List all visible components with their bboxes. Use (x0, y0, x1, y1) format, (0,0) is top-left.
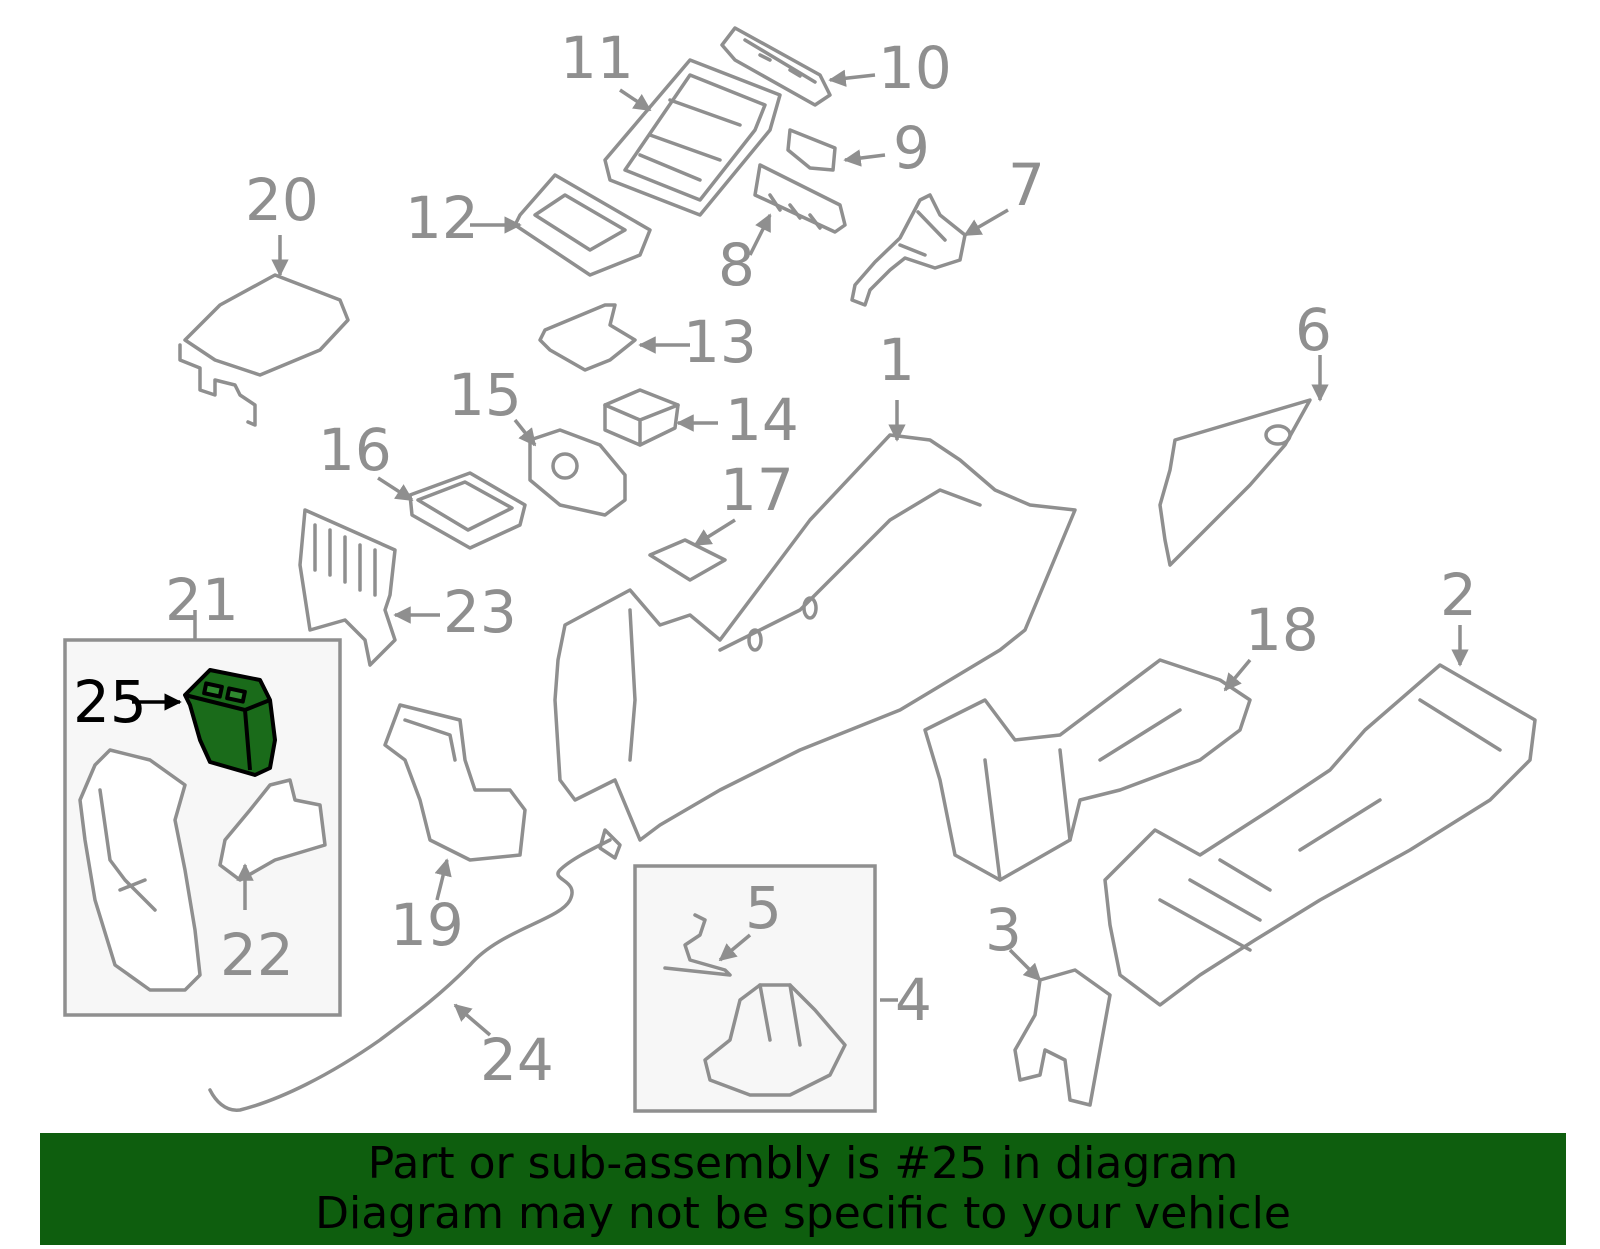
part-18-storage-bin (923, 658, 1252, 882)
callout-13: 13 (683, 308, 757, 376)
callout-8: 8 (718, 231, 755, 299)
callout-18: 18 (1245, 596, 1319, 664)
part-19-duct (383, 703, 527, 862)
callout-14: 14 (725, 386, 799, 454)
part-20-armrest-lid (178, 273, 350, 427)
callout-25: 25 (73, 668, 147, 736)
part-15-control-panel (528, 428, 627, 517)
callout-21: 21 (165, 566, 239, 634)
part-21-armrest-base (78, 748, 202, 992)
banner-line-1: Part or sub-assembly is #25 in diagram (367, 1138, 1239, 1189)
callout-7: 7 (1008, 151, 1045, 219)
callout-6: 6 (1295, 296, 1332, 364)
part-5-wire (663, 913, 732, 977)
info-banner: Part or sub-assembly is #25 in diagram D… (40, 1133, 1566, 1245)
callout-9: 9 (893, 114, 930, 182)
part-6-side-panel (1158, 398, 1312, 567)
part-8-switch-panel (753, 163, 847, 234)
callout-1: 1 (878, 326, 915, 394)
part-9-switch (786, 128, 837, 172)
part-13-bracket (538, 303, 637, 372)
callout-19: 19 (390, 891, 464, 959)
callout-17: 17 (720, 456, 794, 524)
callout-3: 3 (985, 896, 1022, 964)
callout-15: 15 (448, 361, 522, 429)
callout-24: 24 (480, 1026, 554, 1094)
part-12-tray (513, 173, 652, 277)
part-24-harness (208, 828, 622, 1112)
part-14-pad (603, 388, 680, 447)
banner-line-2: Diagram may not be specific to your vehi… (315, 1188, 1291, 1239)
callout-4: 4 (895, 966, 932, 1034)
part-11-bezel (603, 58, 782, 217)
leader-lines (132, 69, 1469, 1037)
part-17-cover (648, 538, 727, 582)
part-10-trim (720, 26, 832, 107)
callout-23: 23 (443, 578, 517, 646)
part-25-usb-module (183, 668, 277, 777)
callout-12: 12 (405, 184, 479, 252)
part-23-vent (298, 508, 397, 667)
callout-16: 16 (318, 416, 392, 484)
part-2-frame (1103, 663, 1537, 1007)
part-3-bracket (1013, 968, 1112, 1107)
callout-22: 22 (220, 921, 294, 989)
part-16-tray (408, 471, 527, 550)
callout-5: 5 (745, 874, 782, 942)
callout-20: 20 (245, 166, 319, 234)
part-22-clip (218, 778, 327, 882)
part-1-console (553, 433, 1077, 842)
callout-10: 10 (878, 34, 952, 102)
callout-11: 11 (560, 24, 634, 92)
callout-2: 2 (1440, 561, 1477, 629)
part-7-shifter (850, 193, 967, 307)
part-4-bracket (703, 983, 847, 1097)
